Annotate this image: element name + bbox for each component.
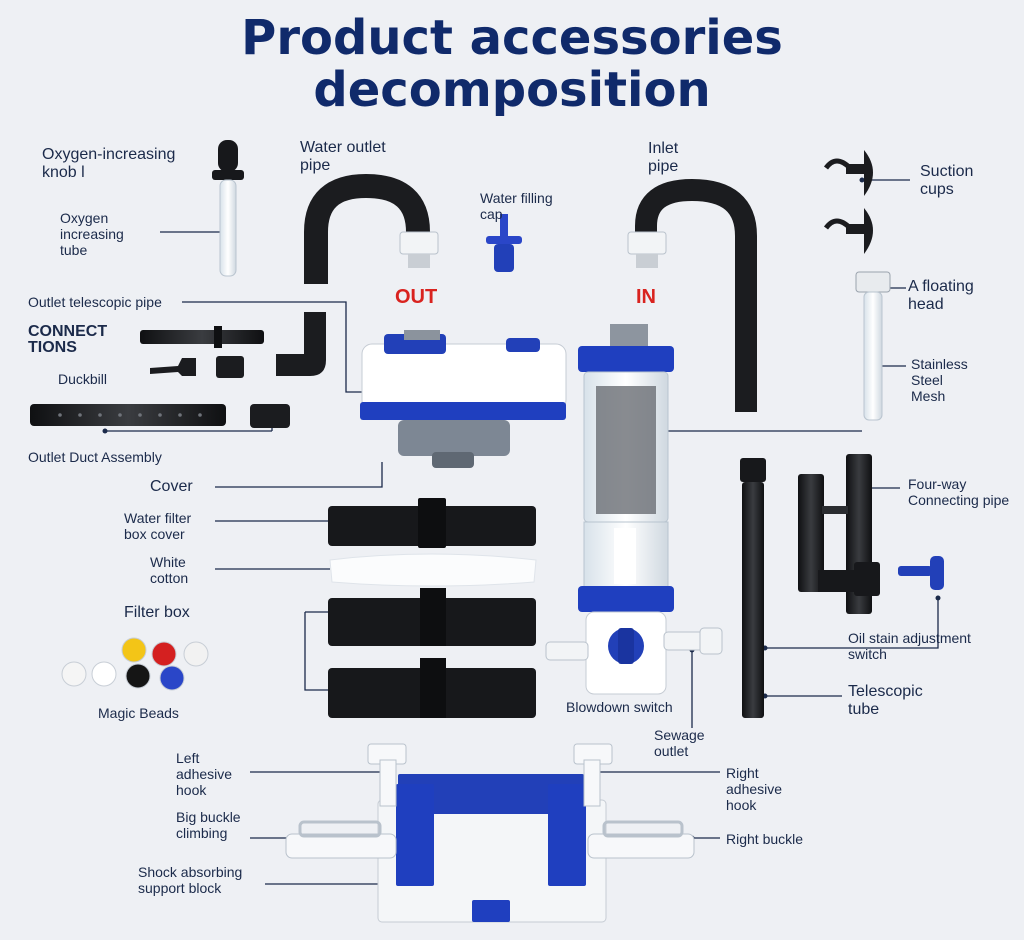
oxygen-knob-part	[212, 140, 244, 277]
floating-head-part	[855, 271, 891, 421]
label-outlet-telescopic-pipe: Outlet telescopic pipe	[28, 294, 162, 310]
label-water-filter-box-cover: Water filter box cover	[124, 510, 192, 542]
label-inlet-pipe: Inlet pipe	[648, 140, 679, 175]
label-duckbill: Duckbill	[58, 371, 108, 387]
four-way-pipe-part	[798, 454, 880, 614]
label-oxygen-tube: Oxygen increasing tube	[60, 210, 124, 258]
water-outlet-pipe-part	[304, 173, 439, 284]
label-stainless-mesh: Stainless Steel Mesh	[911, 356, 968, 404]
label-water-filling-cap: Water filling cap	[480, 190, 553, 222]
magic-bead	[121, 637, 147, 663]
label-right-adhesive-hook: Right adhesive hook	[726, 765, 783, 813]
magic-bead	[151, 641, 177, 667]
filter-boxes-part	[328, 588, 536, 718]
telescopic-tube-part	[740, 458, 766, 718]
filter-canister-part	[545, 324, 723, 695]
label-filter-box: Filter box	[124, 604, 190, 621]
magic-bead	[125, 663, 151, 689]
label-big-buckle-climbing: Big buckle climbing	[176, 809, 241, 841]
label-right-buckle: Right buckle	[726, 831, 804, 847]
label-connections: CONNECT TIONS	[28, 323, 108, 356]
white-cotton-part	[329, 553, 537, 587]
label-shock-absorbing-block: Shock absorbing support block	[138, 864, 243, 896]
suction-cups-part	[823, 150, 873, 254]
flow-in-label: IN	[636, 286, 656, 308]
label-magic-beads: Magic Beads	[98, 705, 179, 721]
label-left-adhesive-hook: Left adhesive hook	[176, 750, 233, 798]
page-title-line1: Product accessories	[241, 10, 783, 66]
bracket-part	[285, 743, 695, 923]
label-outlet-duct-assembly: Outlet Duct Assembly	[28, 449, 162, 465]
magic-bead	[61, 661, 87, 687]
filter-box-cover-part	[328, 498, 536, 548]
magic-bead	[183, 641, 209, 667]
label-cover: Cover	[150, 478, 193, 495]
label-four-way-pipe: Four-way Connecting pipe	[908, 476, 1010, 508]
inlet-pipe-part	[627, 178, 757, 412]
label-blowdown-switch: Blowdown switch	[566, 699, 673, 715]
label-sewage-outlet: Sewage outlet	[654, 727, 705, 759]
label-oil-stain-switch: Oil stain adjustment switch	[848, 630, 971, 662]
connections-part	[140, 312, 326, 378]
water-filling-cap-part	[486, 214, 522, 272]
label-oxygen-knob: Oxygen-increasing knob l	[42, 146, 176, 181]
page-title-line2: decomposition	[313, 62, 711, 118]
label-suction-cups: Suction cups	[920, 163, 974, 198]
oil-stain-switch-part	[898, 556, 944, 590]
label-water-outlet-pipe: Water outlet pipe	[300, 139, 386, 174]
outlet-duct-part	[30, 404, 290, 428]
magic-bead	[159, 665, 185, 691]
flow-out-label: OUT	[395, 286, 438, 308]
cover-part	[360, 330, 567, 468]
label-telescopic-tube: Telescopic tube	[848, 683, 923, 718]
magic-bead	[91, 661, 117, 687]
label-white-cotton: White cotton	[150, 554, 189, 586]
label-floating-head: A floating head	[908, 278, 974, 313]
magic-beads-part	[61, 637, 209, 691]
